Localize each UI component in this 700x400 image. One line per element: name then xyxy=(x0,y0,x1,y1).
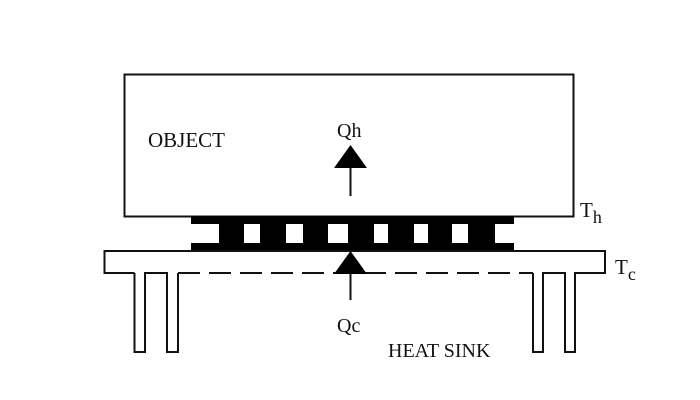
qh-label: Qh xyxy=(337,120,361,142)
qc-label: Qc xyxy=(337,315,360,337)
th-label: Th xyxy=(580,198,602,227)
object-block xyxy=(123,73,575,218)
qc-arrow-icon xyxy=(334,251,367,300)
object-label: OBJECT xyxy=(148,128,225,152)
thermoelectric-module xyxy=(191,216,514,251)
tc-label: Tc xyxy=(615,255,636,284)
heat-sink xyxy=(103,250,606,353)
qh-arrow-icon xyxy=(334,145,367,196)
heat-sink-label: HEAT SINK xyxy=(388,340,491,362)
